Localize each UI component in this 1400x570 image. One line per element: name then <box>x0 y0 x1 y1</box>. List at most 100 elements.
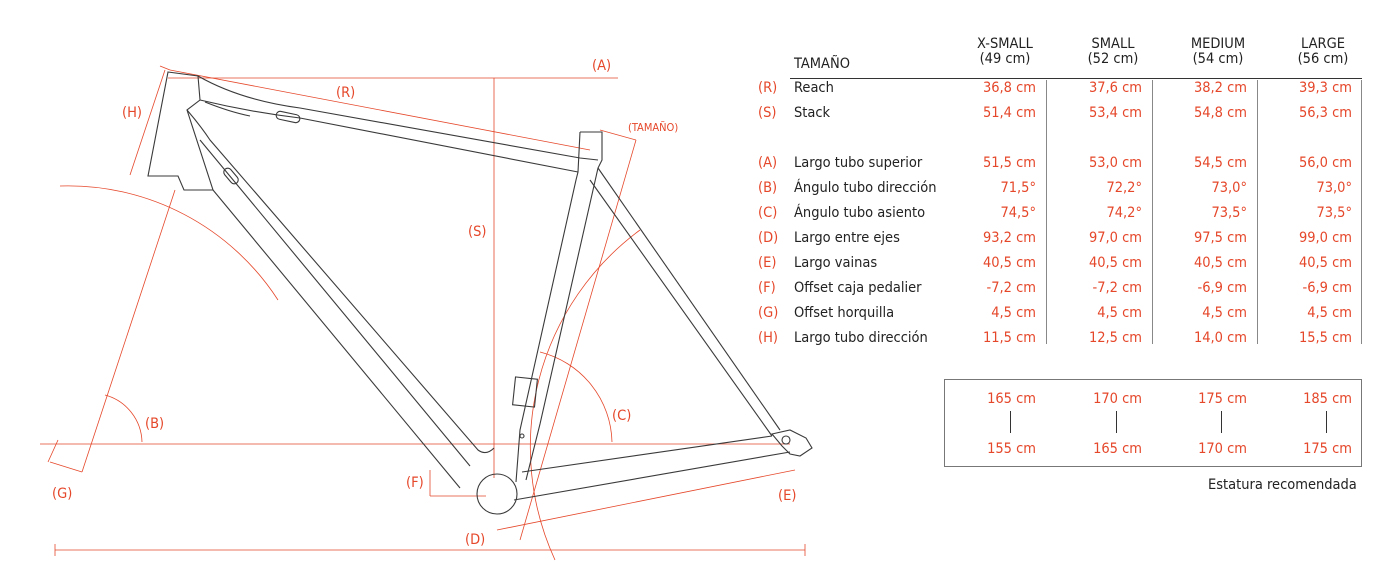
table-cell: 4,5 cm <box>1307 305 1352 321</box>
seat-stay-upper <box>597 167 781 431</box>
table-cell: 56,3 cm <box>1298 105 1352 121</box>
label-size: (TAMAÑO) <box>628 121 678 134</box>
row-code: (F) <box>758 280 776 296</box>
row-label: Stack <box>794 105 831 121</box>
row-label: Ángulo tubo asiento <box>794 205 926 221</box>
table-cell: 97,5 cm <box>1193 230 1247 246</box>
row-code: (A) <box>758 155 778 171</box>
table-cell: 73,0° <box>1316 180 1352 196</box>
stature-min: 175 cm <box>1303 441 1352 457</box>
row-code: (E) <box>758 255 777 271</box>
table-cell: 4,5 cm <box>1097 305 1142 321</box>
cable-port <box>275 110 301 124</box>
row-code: (B) <box>758 180 778 196</box>
chainstay-upper <box>521 435 773 473</box>
down-tube-inner <box>186 109 495 454</box>
label-s: (S) <box>468 224 486 240</box>
bike-frame <box>147 71 813 515</box>
row-code: (D) <box>758 230 779 246</box>
column-divider <box>1361 80 1362 344</box>
table-cell: 40,5 cm <box>1088 255 1142 271</box>
stature-max: 165 cm <box>987 391 1036 407</box>
column-header-medium: MEDIUM (54 cm) <box>1190 36 1246 67</box>
label-d: (D) <box>465 532 485 548</box>
stature-range-tick <box>1221 411 1222 433</box>
stature-max: 170 cm <box>1093 391 1142 407</box>
steering-axis-line <box>81 189 176 473</box>
stature-min: 155 cm <box>987 441 1036 457</box>
row-code: (C) <box>758 205 778 221</box>
row-label: Largo entre ejes <box>794 230 900 246</box>
stature-range-tick <box>1116 411 1117 433</box>
angle-c-arc <box>539 351 613 443</box>
row-code: (S) <box>758 105 777 121</box>
stature-max: 185 cm <box>1303 391 1352 407</box>
row-label: Ángulo tubo dirección <box>794 180 937 196</box>
table-cell: 4,5 cm <box>991 305 1036 321</box>
table-cell: 4,5 cm <box>1202 305 1247 321</box>
table-header-divider <box>790 78 1362 79</box>
label-r: (R) <box>336 85 355 101</box>
column-header-large: LARGE (56 cm) <box>1297 36 1349 67</box>
label-a: (A) <box>592 58 611 74</box>
table-cell: 72,2° <box>1106 180 1142 196</box>
table-cell: 51,5 cm <box>982 155 1036 171</box>
row-label: Offset caja pedalier <box>794 280 922 296</box>
angle-b-arc <box>104 394 143 443</box>
label-b: (B) <box>145 416 164 432</box>
table-cell: 53,4 cm <box>1088 105 1142 121</box>
table-cell: 38,2 cm <box>1193 80 1247 96</box>
table-cell: 15,5 cm <box>1298 330 1352 346</box>
table-cell: 53,0 cm <box>1088 155 1142 171</box>
table-cell: -7,2 cm <box>986 280 1036 296</box>
table-cell: 14,0 cm <box>1193 330 1247 346</box>
seat-stay-lower <box>589 179 773 437</box>
table-cell: 40,5 cm <box>982 255 1036 271</box>
front-wheel-arc <box>59 185 279 301</box>
geometry-guides <box>40 65 806 561</box>
label-c: (C) <box>612 408 631 424</box>
table-cell: 37,6 cm <box>1088 80 1142 96</box>
size-header: TAMAÑO <box>794 56 850 72</box>
seat-tube-front <box>525 131 603 481</box>
row-label: Reach <box>794 80 834 96</box>
table-cell: 40,5 cm <box>1298 255 1352 271</box>
seat-tube-rear <box>515 131 581 483</box>
row-code: (H) <box>758 330 778 346</box>
column-header-small: SMALL (52 cm) <box>1087 36 1139 67</box>
table-cell: -6,9 cm <box>1197 280 1247 296</box>
row-label: Offset horquilla <box>794 305 895 321</box>
stature-range-tick <box>1326 411 1327 433</box>
label-f: (F) <box>406 475 424 491</box>
table-cell: 36,8 cm <box>982 80 1036 96</box>
table-cell: 54,5 cm <box>1193 155 1247 171</box>
table-cell: -7,2 cm <box>1092 280 1142 296</box>
label-e: (E) <box>778 488 796 504</box>
recommended-stature-box <box>944 379 1362 467</box>
table-cell: -6,9 cm <box>1302 280 1352 296</box>
table-cell: 39,3 cm <box>1298 80 1352 96</box>
table-cell: 74,2° <box>1106 205 1142 221</box>
label-h: (H) <box>122 105 142 121</box>
top-tube-upper <box>197 75 599 161</box>
column-divider <box>1257 80 1258 344</box>
stature-caption: Estatura recomendada <box>1208 477 1357 493</box>
column-divider <box>1046 80 1047 344</box>
guide-h-line <box>129 69 166 176</box>
row-label: Largo vainas <box>794 255 878 271</box>
label-g: (G) <box>52 486 72 502</box>
row-label: Largo tubo superior <box>794 155 923 171</box>
table-cell: 40,5 cm <box>1193 255 1247 271</box>
table-cell: 73,5° <box>1211 205 1247 221</box>
stature-max: 175 cm <box>1198 391 1247 407</box>
seat-tube-axis-line <box>519 139 637 541</box>
guide-e-line <box>496 469 796 531</box>
top-tube-lower <box>199 99 579 173</box>
stature-range-tick <box>1010 411 1011 433</box>
table-cell: 99,0 cm <box>1298 230 1352 246</box>
table-cell: 93,2 cm <box>982 230 1036 246</box>
table-cell: 54,8 cm <box>1193 105 1247 121</box>
table-cell: 97,0 cm <box>1088 230 1142 246</box>
table-cell: 73,0° <box>1211 180 1247 196</box>
